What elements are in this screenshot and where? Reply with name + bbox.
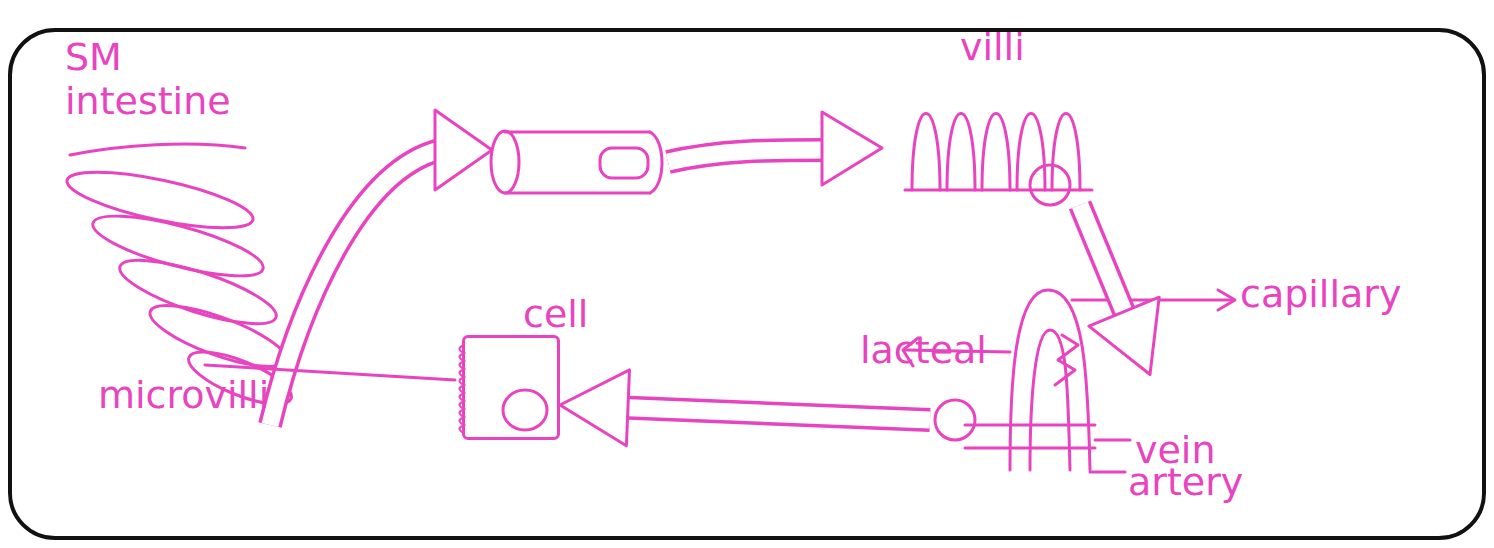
villus-finger [947,114,975,191]
vessel-line [965,447,1095,450]
villus-outline [1010,290,1090,470]
heading: SM intestine [65,35,265,123]
villi-base [905,189,1092,192]
part-label: microvilli [98,373,269,417]
villi-group: villi [900,80,1100,205]
coil-loop [88,204,268,288]
arrow-shaft-outline [1080,205,1126,316]
nucleus [503,390,547,430]
zoom-arrow [1080,205,1159,375]
arrow-shaft-outline [668,150,825,162]
villus-finger [1052,114,1080,191]
coil-loop [114,248,282,337]
part-label: capillary [1240,272,1401,316]
coil-line [70,144,245,155]
zoom-arrow [560,370,930,446]
vessel-line [965,424,1095,427]
part-label: lacteal [860,328,987,372]
villus-drawing [903,290,1235,472]
leader-line [1090,471,1125,474]
leader-line [1095,439,1130,442]
segment-end [491,131,519,193]
segment-edge [505,131,650,134]
villus-finger [912,114,940,191]
arrow-shaft-fill [270,150,440,425]
frame [10,30,1484,538]
intestine-group: SM intestine [55,140,305,410]
zoom-arrow [270,110,492,425]
intestine-segment [491,131,662,193]
cell-box: cellmicrovilli [462,335,560,440]
villus-finger [982,114,1010,191]
arrow-shaft-fill [668,150,825,162]
zoom-arrow [668,112,882,185]
arrow-shaft-fill [623,408,930,420]
arrow-shaft-outline [270,150,440,425]
arrow-shaft-fill [1080,205,1126,316]
villi-drawing [905,114,1092,206]
capillary-shape [1055,335,1078,385]
segment-slice [600,148,648,178]
leader-arrowhead [1218,290,1235,310]
arrow-head [560,370,629,446]
segment-edge [505,192,650,195]
zoom-circle [935,400,975,440]
villus-group: lactealcapillaryveinartery [930,280,1150,490]
leader-line [1072,299,1232,302]
arrow-head [1089,297,1159,374]
arrow-shaft-outline [623,408,930,420]
heading: villi [960,25,1025,69]
part-label: artery [1128,460,1243,504]
segment-end [650,132,662,193]
heading: cell [523,292,588,336]
arrow-head [822,112,882,185]
zoom-circle [1030,165,1070,205]
arrow-head [435,110,492,190]
